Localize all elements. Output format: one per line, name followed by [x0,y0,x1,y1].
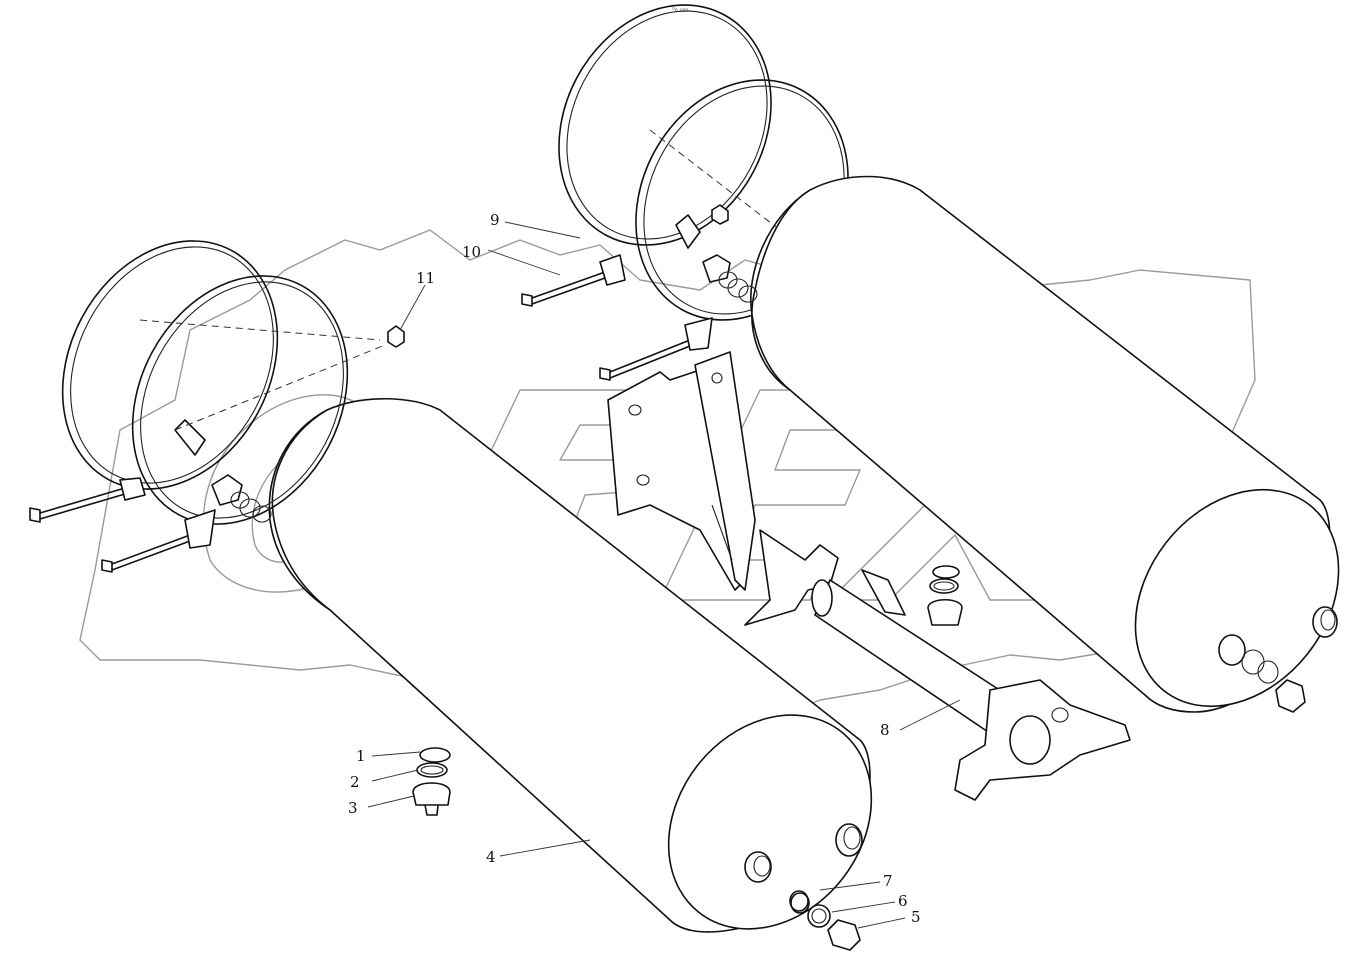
callout-5: 5 [911,908,921,926]
callouts: 1 2 3 4 5 6 7 8 9 10 11 [348,211,921,926]
callout-2: 2 [350,773,360,791]
washer-6 [807,904,831,928]
right-tank-strap-rear [558,4,772,246]
callout-6: 6 [898,892,908,910]
callout-9: 9 [490,211,500,229]
crossmember-tube [744,529,1131,801]
nut-11 [387,325,405,348]
right-tank-port-center [1218,634,1246,666]
left-air-tank [268,398,873,933]
plug-5 [827,919,861,951]
left-tank-port-center [744,851,772,883]
left-tank-fitting [211,474,272,523]
left-strap-bolt-lower [101,509,216,573]
callout-4: 4 [486,848,496,866]
right-tank-fitting [702,254,758,303]
left-tank-strap-rear [61,240,279,490]
callout-7: 7 [883,872,893,890]
callout-10: 10 [462,243,481,261]
right-drain-parts [927,565,963,626]
drain-gasket-2 [416,762,448,778]
left-tank-strap-front [131,275,349,525]
callout-8: 8 [880,721,890,739]
drain-gasket-1 [419,747,451,763]
callout-1: 1 [356,747,366,765]
leader-lines [367,221,961,929]
left-tank-port-upper [835,823,863,857]
left-strap-bolt-upper [29,477,146,523]
right-tank-end-cap [1134,488,1340,708]
strap-bolt-lower-right [599,317,713,381]
right-strap-nut [711,204,729,225]
strap-bolt-10 [521,254,626,307]
callout-3: 3 [348,799,358,817]
right-tank-plug [1275,679,1306,713]
mounting-bracket [607,351,756,591]
drain-plug-3 [412,782,451,816]
left-tank-end-cap [667,714,873,930]
callout-11: 11 [416,269,435,287]
right-air-tank [750,175,1340,713]
corner-mark: ⁰₀ ₀₀₀ [672,6,688,14]
washer-7 [790,892,810,914]
